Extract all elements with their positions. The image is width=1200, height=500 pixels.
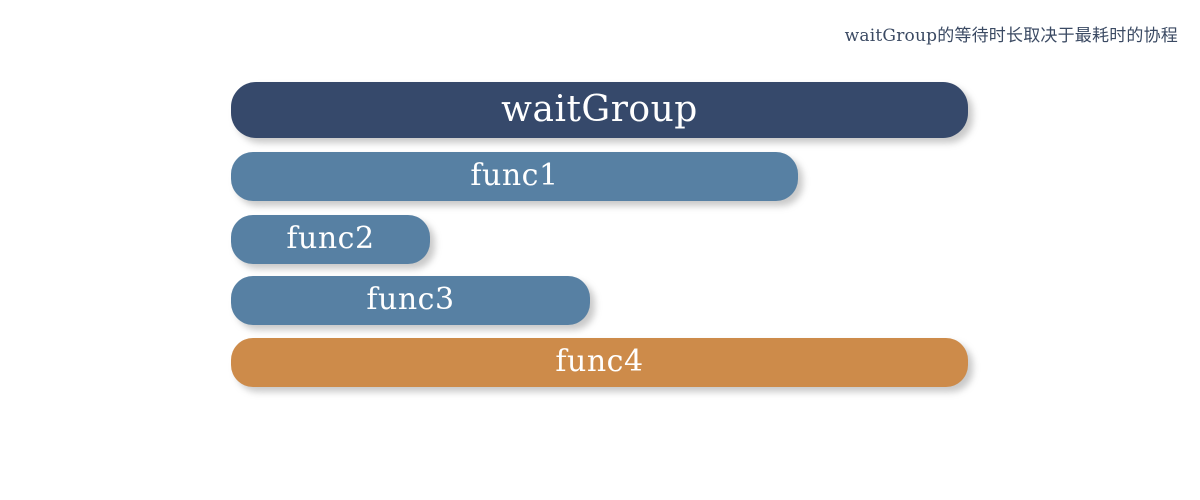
- bar-waitgroup: waitGroup: [231, 82, 968, 138]
- bar-func3: func3: [231, 276, 590, 325]
- bar-func4: func4: [231, 338, 968, 387]
- bar-label-func4: func4: [555, 344, 644, 379]
- diagram-caption: waitGroup的等待时长取决于最耗时的协程: [844, 26, 1178, 46]
- bar-func2: func2: [231, 215, 430, 264]
- bar-label-func3: func3: [366, 282, 455, 317]
- bar-label-func1: func1: [470, 158, 559, 193]
- bar-label-waitgroup: waitGroup: [501, 88, 698, 130]
- bar-label-func2: func2: [286, 221, 375, 256]
- bar-func1: func1: [231, 152, 798, 201]
